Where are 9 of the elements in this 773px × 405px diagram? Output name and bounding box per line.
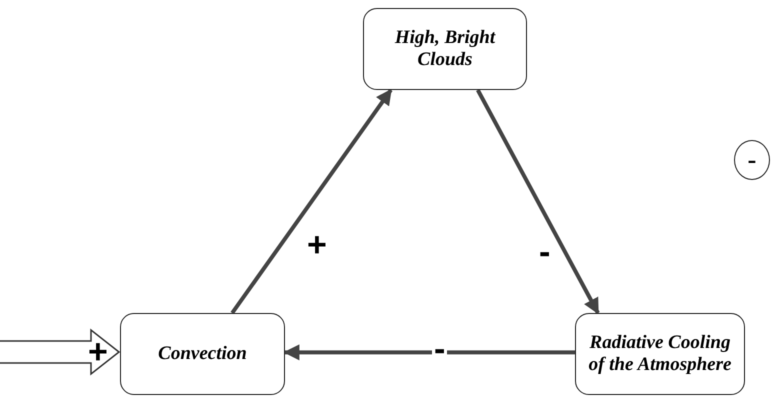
arrow [283,344,575,360]
block-arrow [0,328,120,376]
process-box: Radiative Cooling of the Atmosphere [575,313,745,395]
edge-label: + [87,335,109,369]
process-box: Convection [120,313,285,395]
sign-circle: - [734,140,770,180]
process-box: High, Bright Clouds [363,8,527,90]
arrow [230,88,392,314]
arrow [476,89,600,314]
